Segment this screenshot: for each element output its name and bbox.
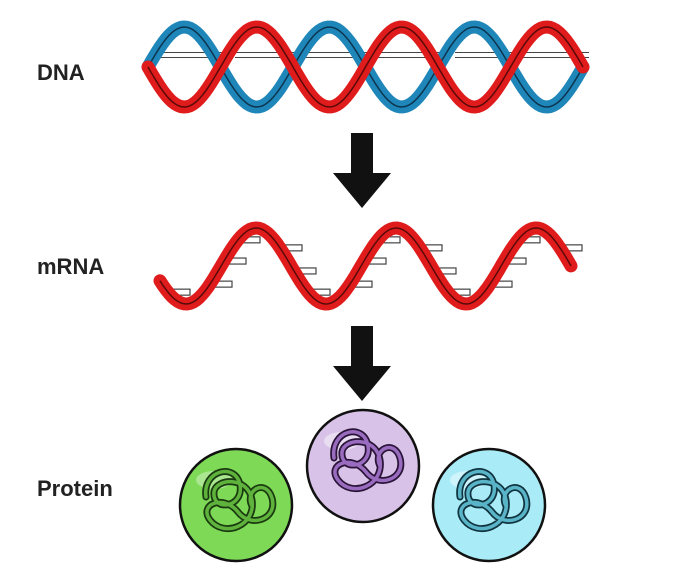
arrow-down-icon	[333, 133, 391, 208]
protein-sphere-purple	[305, 408, 421, 524]
dna-label: DNA	[37, 60, 85, 85]
mrna-label: mRNA	[37, 254, 105, 279]
protein-label: Protein	[37, 476, 113, 501]
dna-strand-red-outline	[147, 26, 584, 108]
mrna-strand-icon	[153, 221, 583, 311]
arrow-down-icon	[333, 326, 391, 401]
protein-sphere-green	[178, 447, 294, 563]
mrna-backbone-outline	[159, 227, 572, 305]
protein-sphere-cyan	[431, 447, 547, 563]
dna-helix-icon	[141, 20, 590, 114]
